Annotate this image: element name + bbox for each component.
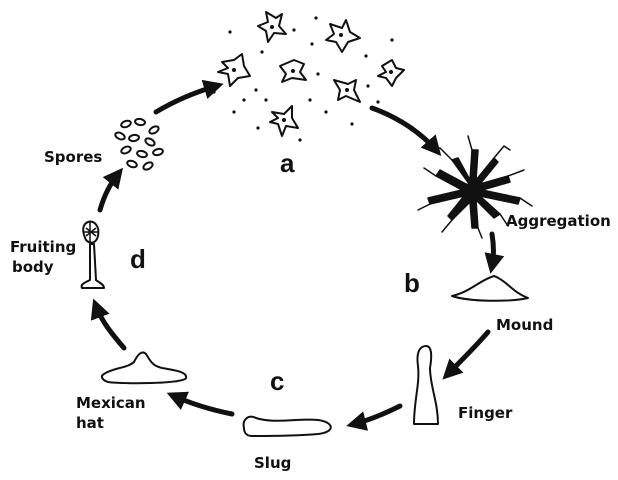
finger-label: Finger	[458, 404, 513, 422]
fruiting-body-label-line1: Fruiting	[10, 238, 76, 256]
mound-label: Mound	[496, 316, 553, 334]
stage-b-label: b	[404, 268, 420, 298]
stage-d-label: d	[130, 244, 146, 274]
amoeba-cell	[378, 60, 404, 86]
aggregation-label: Aggregation	[506, 212, 611, 230]
arrow-spores-to-amoebae	[156, 86, 216, 112]
amoeba-cell	[334, 80, 360, 102]
amoeba-cell	[218, 54, 250, 86]
arrow-finger-to-slug	[354, 406, 400, 424]
spores-cluster	[114, 118, 163, 171]
amoeba-cell	[258, 12, 286, 42]
amoeba-cell	[326, 20, 360, 52]
stage-c-label: c	[270, 366, 284, 396]
fruiting-body-label-line2: body	[12, 258, 54, 276]
slug-label: Slug	[254, 454, 291, 472]
mexican-hat-label-line1: Mexican	[76, 394, 146, 412]
arrow-fruiting-body-to-spores	[100, 174, 118, 210]
slug-shape	[244, 417, 331, 436]
mexican-hat-label-line2: hat	[76, 414, 104, 432]
stage-a-label: a	[280, 148, 295, 178]
amoeba-cell	[270, 106, 298, 136]
spores-label: Spores	[44, 148, 102, 166]
amoeba-cell	[280, 60, 306, 82]
amoebae-cluster	[212, 12, 404, 142]
arrow-a-to-aggregation	[372, 108, 436, 150]
arrow-slug-to-mexican-hat	[174, 396, 232, 414]
mound-shape	[452, 276, 528, 301]
arrow-mexican-hat-to-fruiting-body	[96, 306, 124, 348]
finger-shape	[414, 346, 438, 424]
arrow-aggregation-to-mound	[492, 234, 494, 266]
arrow-mound-to-finger	[448, 332, 488, 374]
fruiting-body-shape	[82, 222, 104, 288]
mexican-hat-shape	[102, 352, 186, 383]
